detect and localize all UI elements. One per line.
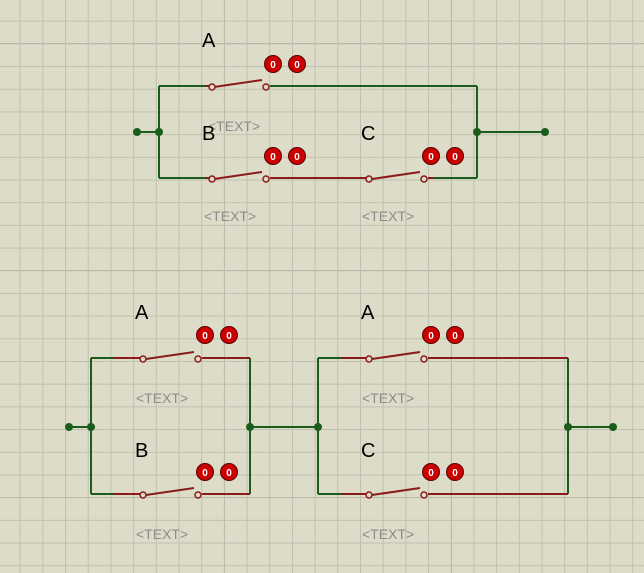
- junction-dot: [87, 423, 95, 431]
- switch-c-state-pins[interactable]: 0 0: [422, 147, 464, 165]
- switch-a-label: A: [202, 30, 216, 52]
- switch-a[interactable]: A 0 0 <TEXT>: [114, 302, 250, 406]
- switch-a-label: A: [361, 302, 375, 324]
- junction-dot: [473, 128, 481, 136]
- circuit-3-junctions: [314, 423, 617, 431]
- junction-dot: [246, 423, 254, 431]
- terminal-dot: [65, 423, 73, 431]
- pin-value: 0: [428, 152, 434, 163]
- circuit-3: A 0 0 <TEXT> C 0 0: [314, 302, 617, 542]
- switch-b-label: B: [135, 440, 148, 462]
- switch-a-text: <TEXT>: [136, 390, 188, 406]
- switch-a-label: A: [135, 302, 149, 324]
- switch-b-text: <TEXT>: [204, 208, 256, 224]
- switch-c-label: C: [361, 440, 375, 462]
- pin-value: 0: [428, 331, 434, 342]
- switch-b[interactable]: B 0 0 <TEXT>: [114, 440, 250, 542]
- pin-value: 0: [452, 152, 458, 163]
- switch-c-state-pins[interactable]: 0 0: [422, 463, 464, 481]
- terminal-dot: [609, 423, 617, 431]
- pin-value: 0: [452, 331, 458, 342]
- switch-b-text: <TEXT>: [136, 526, 188, 542]
- pin-value: 0: [226, 468, 232, 479]
- switch-c-text: <TEXT>: [362, 526, 414, 542]
- pin-value: 0: [270, 60, 276, 71]
- circuit-2: A 0 0 <TEXT> B 0 0: [65, 302, 318, 542]
- switch-c-label: C: [361, 123, 375, 145]
- pin-value: 0: [294, 152, 300, 163]
- switch-a-state-pins[interactable]: 0 0: [196, 326, 238, 344]
- pin-value: 0: [270, 152, 276, 163]
- pin-value: 0: [226, 331, 232, 342]
- switch-a-text: <TEXT>: [362, 390, 414, 406]
- pin-value: 0: [202, 331, 208, 342]
- circuit-1-wires: [137, 85, 545, 179]
- switch-a[interactable]: A 0 0 <TEXT>: [202, 30, 306, 134]
- switch-b-state-pins[interactable]: 0 0: [196, 463, 238, 481]
- circuit-1: A 0 0 <TEXT> B 0 0: [133, 30, 549, 224]
- circuit-2-junctions: [65, 423, 254, 431]
- pin-value: 0: [452, 468, 458, 479]
- switch-a[interactable]: A 0 0 <TEXT>: [341, 302, 568, 406]
- circuit-1-junctions: [133, 128, 549, 136]
- switch-c[interactable]: C 0 0 <TEXT>: [340, 123, 464, 224]
- switch-c-text: <TEXT>: [362, 208, 414, 224]
- switch-b-label: B: [202, 123, 215, 145]
- terminal-dot: [541, 128, 549, 136]
- pin-value: 0: [294, 60, 300, 71]
- pin-value: 0: [202, 468, 208, 479]
- switch-a-state-pins[interactable]: 0 0: [422, 326, 464, 344]
- switch-a-text: <TEXT>: [208, 118, 260, 134]
- switch-c[interactable]: C 0 0 <TEXT>: [341, 440, 568, 542]
- switch-b[interactable]: B 0 0 <TEXT>: [202, 123, 367, 224]
- circuit-2-wires: [69, 357, 318, 495]
- junction-dot: [155, 128, 163, 136]
- junction-dot: [564, 423, 572, 431]
- switch-a-state-pins[interactable]: 0 0: [264, 55, 306, 73]
- pin-value: 0: [428, 468, 434, 479]
- junction-dot: [314, 423, 322, 431]
- switch-b-state-pins[interactable]: 0 0: [264, 147, 306, 165]
- terminal-dot: [133, 128, 141, 136]
